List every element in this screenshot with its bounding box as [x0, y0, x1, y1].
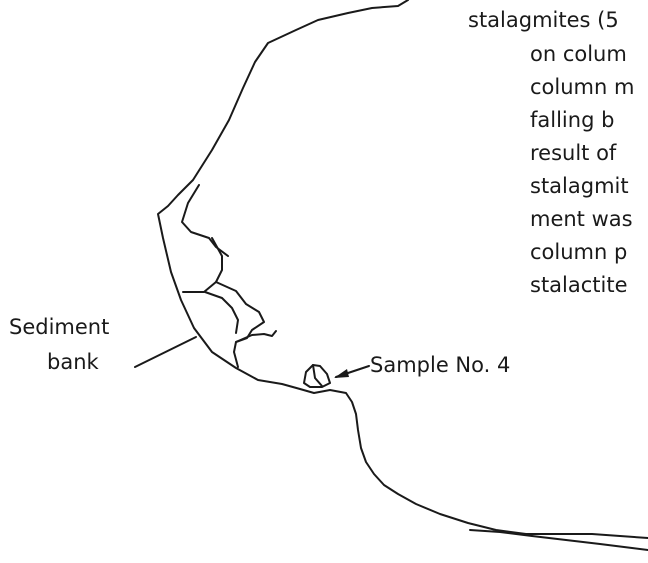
note-line: result of	[530, 141, 617, 165]
sample-fragment-detail	[312, 364, 323, 387]
note-line: stalagmites (5	[468, 8, 619, 32]
sediment-bank-label-line1: Sediment	[9, 315, 110, 339]
sediment-streak	[215, 281, 265, 368]
sediment-streak	[182, 237, 223, 293]
note-line: column p	[530, 240, 628, 264]
sediment-streak	[181, 184, 229, 257]
sample-arrow-head	[334, 369, 349, 378]
note-line: falling b	[530, 108, 615, 132]
floor-edge	[469, 529, 648, 551]
note-line: stalactite	[530, 273, 628, 297]
sediment-bank-label-line2: bank	[47, 350, 99, 374]
sample-fragment	[303, 364, 331, 388]
cave-wall-outline	[157, 0, 648, 539]
sample-label: Sample No. 4	[370, 353, 511, 377]
sediment-streak	[204, 291, 239, 334]
sediment-bank-leader	[134, 336, 197, 368]
note-line: column m	[530, 75, 635, 99]
sediment-streak	[235, 330, 277, 343]
note-line: on colum	[530, 42, 627, 66]
note-line: ment was	[530, 207, 633, 231]
note-line: stalagmit	[530, 174, 629, 198]
